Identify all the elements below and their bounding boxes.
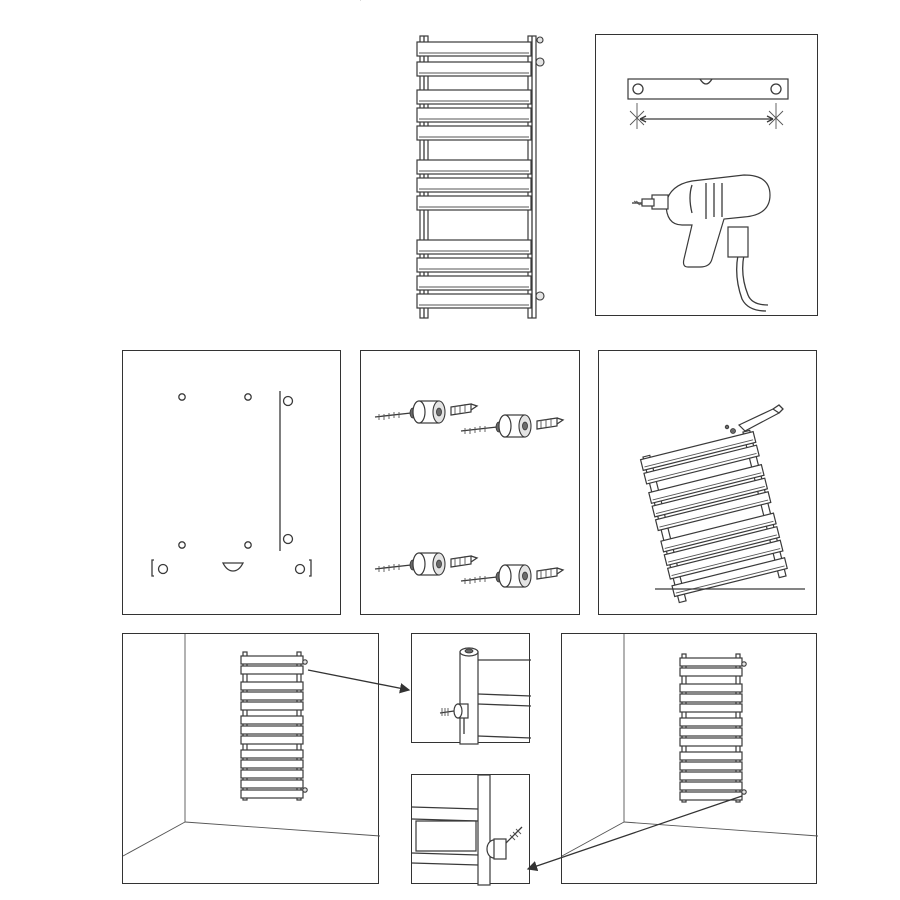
step-wall-brackets-panel (360, 350, 580, 615)
hole-pattern-icon (151, 391, 312, 577)
towel-radiator-icon (416, 35, 545, 319)
step-bottom-bracket-detail-panel (411, 774, 530, 886)
bracket-screw-plug-set-icon (374, 552, 479, 576)
bottom-bracket-detail-figure (411, 774, 523, 886)
step-attach-brackets-panel (598, 350, 817, 615)
radiator-tilted-icon (639, 429, 788, 604)
bracket-detail-icon (439, 647, 532, 745)
spirit-level-icon (627, 78, 789, 129)
drill-icon (632, 174, 771, 312)
radiator-on-wall-icon (240, 651, 308, 801)
page-top-mark: ' (360, 0, 362, 6)
hole-template-figure (151, 391, 312, 577)
wall-brackets-figure (374, 400, 565, 588)
hex-key-icon (724, 404, 784, 434)
bracket-screw-plug-set-icon (374, 400, 479, 424)
step-top-bracket-detail-panel (411, 633, 532, 745)
step-mount-top-room-panel (122, 633, 381, 884)
room-top-figure (122, 634, 381, 857)
bracket-detail-icon (411, 774, 523, 886)
step-mount-bottom-room-panel (561, 633, 819, 884)
mark-and-drill-figure (627, 78, 789, 312)
top-bracket-detail-figure (439, 647, 532, 745)
step-hole-template-panel (122, 350, 341, 615)
room-bottom-figure (561, 634, 819, 857)
radiator-on-wall-icon (679, 653, 747, 803)
bracket-screw-plug-set-icon (460, 414, 565, 438)
bracket-screw-plug-set-icon (460, 564, 565, 588)
room-walls (122, 634, 381, 857)
step-mark-and-drill-panel (595, 34, 818, 316)
attach-brackets-figure (639, 404, 805, 604)
